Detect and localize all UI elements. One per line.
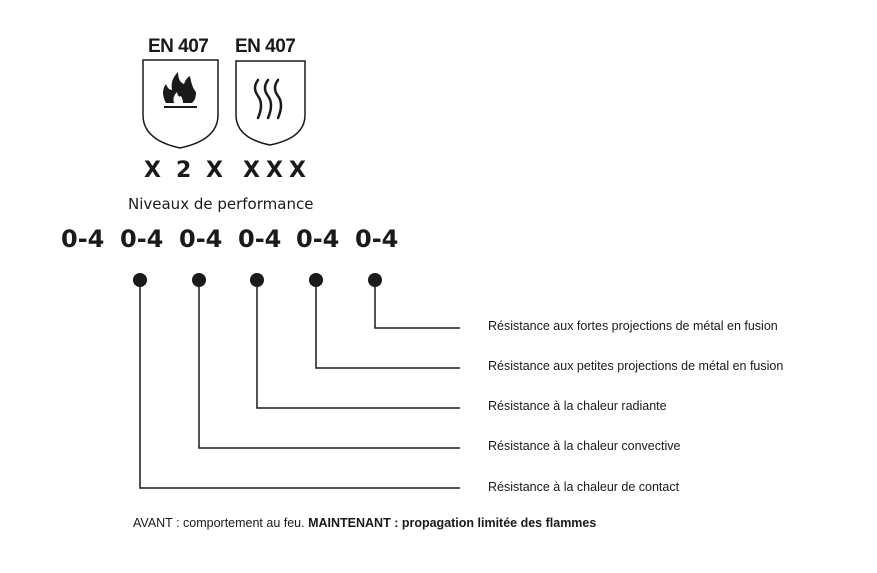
connector-line [374,280,460,329]
connector-line [198,280,460,449]
code-char-5: X [266,158,283,183]
description-3: Résistance à la chaleur radiante [488,399,667,413]
standard-label-2: EN 407 [235,36,296,57]
footer-before: AVANT : comportement au feu. [133,516,305,530]
connector-dot [368,273,382,287]
flame-shield-icon [142,59,219,149]
footer-note: AVANT : comportement au feu. MAINTENANT … [133,516,596,530]
description-2: Résistance aux petites projections de mé… [488,359,784,373]
connector-line [256,280,460,409]
level-1: 0-4 [61,225,105,253]
levels-title: Niveaux de performance [128,195,314,213]
description-4: Résistance à la chaleur convective [488,439,681,453]
level-5: 0-4 [296,225,340,253]
connector-dot [192,273,206,287]
connector-line [139,280,460,489]
connector-dot [309,273,323,287]
level-6: 0-4 [355,225,399,253]
level-3: 0-4 [179,225,223,253]
code-char-3: X [206,158,223,183]
standard-label-1: EN 407 [148,36,209,57]
level-4: 0-4 [238,225,282,253]
code-char-6: X [289,158,306,183]
code-char-1: X [144,158,161,183]
code-char-4: X [243,158,260,183]
level-2: 0-4 [120,225,164,253]
code-char-2: 2 [176,158,192,183]
description-1: Résistance aux fortes projections de mét… [488,319,778,333]
heat-shield-icon [235,60,306,146]
connector-line [315,280,460,369]
connector-dot [250,273,264,287]
connector-dot [133,273,147,287]
footer-now: MAINTENANT : propagation limitée des fla… [308,516,597,530]
description-5: Résistance à la chaleur de contact [488,480,680,494]
